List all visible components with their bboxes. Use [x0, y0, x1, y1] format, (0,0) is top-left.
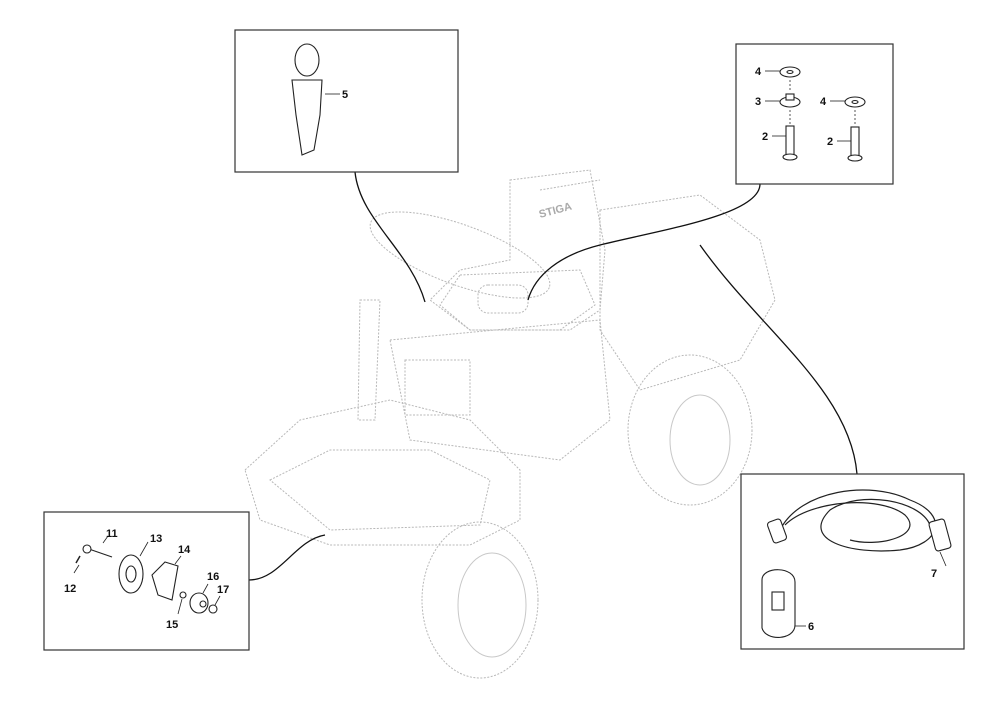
seat-logo: STIGA — [538, 201, 574, 221]
callout-15: 15 — [166, 619, 178, 631]
leader-wheel — [248, 534, 326, 581]
callout-7: 7 — [931, 568, 937, 580]
mower-outline: STIGA — [244, 169, 776, 679]
key-detail-box: 5 — [234, 29, 459, 173]
leader-hardware — [527, 183, 761, 301]
callout-2a: 2 — [762, 131, 768, 143]
leader-charger — [699, 244, 858, 475]
callout-2b: 2 — [827, 136, 833, 148]
callout-4a: 4 — [755, 66, 762, 78]
callout-5: 5 — [342, 89, 348, 101]
callout-11: 11 — [106, 528, 118, 540]
callout-16: 16 — [207, 571, 219, 583]
callout-6: 6 — [808, 621, 814, 633]
callout-3: 3 — [755, 96, 761, 108]
callout-4b: 4 — [820, 96, 827, 108]
callout-17: 17 — [217, 584, 229, 596]
hardware-detail-box: 4 3 2 4 2 — [735, 43, 894, 185]
leader-key — [354, 171, 426, 303]
charger-detail-box: 7 6 — [740, 473, 965, 650]
callout-12: 12 — [64, 583, 76, 595]
wheel-parts-detail-box: 11 12 13 14 15 16 17 — [43, 511, 250, 651]
callout-14: 14 — [178, 544, 191, 556]
callout-13: 13 — [150, 533, 162, 545]
